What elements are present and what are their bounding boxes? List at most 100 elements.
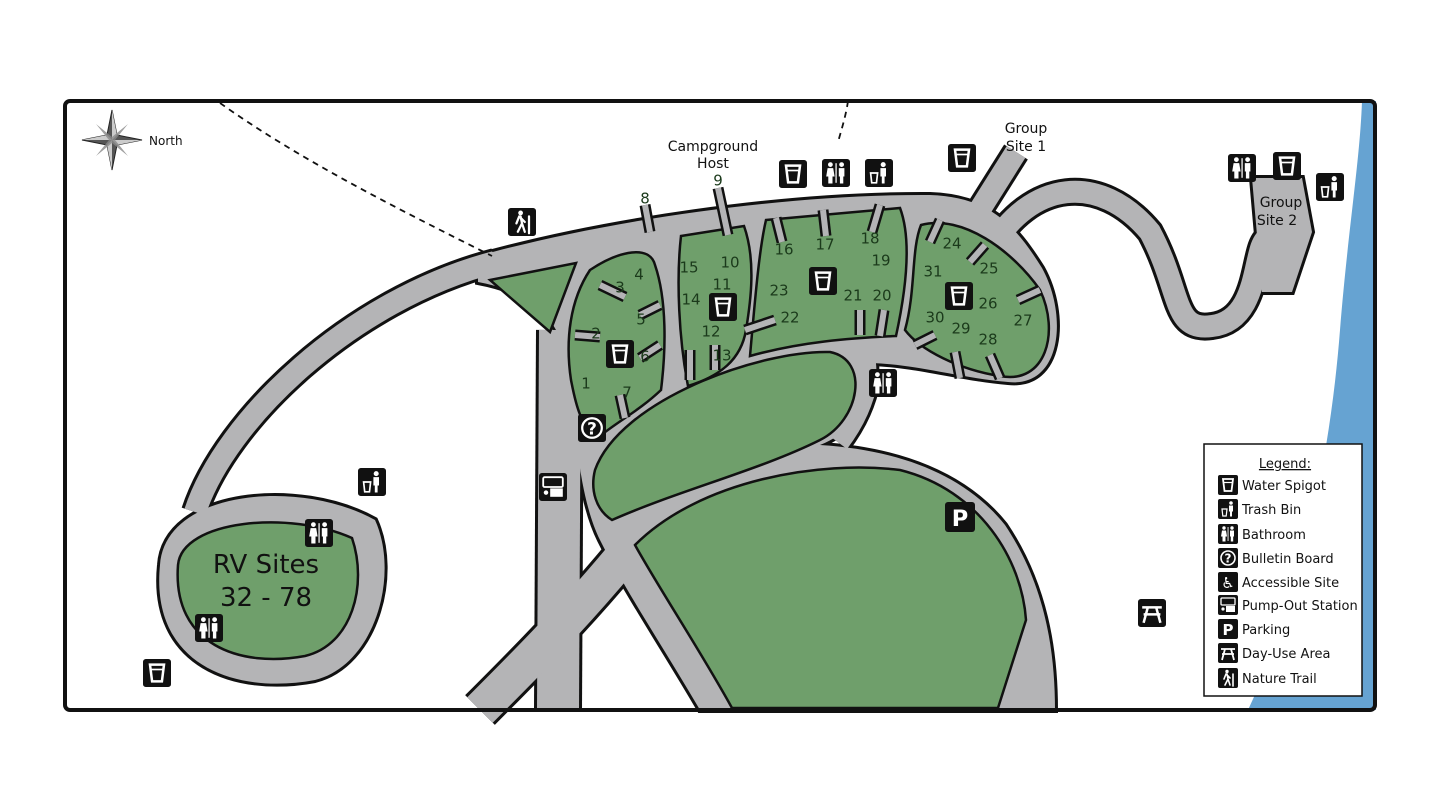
road <box>980 180 1275 338</box>
campsite-number[interactable]: 17 <box>815 236 834 254</box>
campsite-number[interactable]: 7 <box>622 384 632 402</box>
bathroom-icon[interactable] <box>305 519 333 547</box>
parking-icon <box>1218 619 1238 639</box>
bathroom-icon[interactable] <box>1228 154 1256 182</box>
parking-icon[interactable] <box>945 502 975 532</box>
campsite-number[interactable]: 15 <box>679 259 698 277</box>
legend-item: Nature Trail <box>1218 668 1317 688</box>
site-spur <box>820 209 829 237</box>
water-spigot-icon[interactable] <box>606 340 634 368</box>
campsite-number[interactable]: 30 <box>925 309 944 327</box>
bulletin-board-icon[interactable] <box>578 414 606 442</box>
legend-label: Bathroom <box>1242 528 1306 543</box>
compass-rose-icon <box>81 109 143 171</box>
water-spigot-icon[interactable] <box>709 293 737 321</box>
campsite-number[interactable]: 9 <box>713 172 723 190</box>
site-spur <box>987 353 1003 380</box>
site-spur <box>913 332 937 348</box>
trash-bin-icon[interactable] <box>865 159 893 187</box>
trash-bin-icon[interactable] <box>358 468 386 496</box>
bathroom-icon[interactable] <box>822 159 850 187</box>
legend-label: Parking <box>1242 623 1290 638</box>
legend-title: Legend: <box>1259 457 1311 472</box>
accessible-site-icon <box>1218 572 1238 592</box>
legend-label: Accessible Site <box>1242 576 1339 591</box>
water-spigot-icon[interactable] <box>948 144 976 172</box>
road-outline <box>181 248 499 517</box>
pump-out-station-icon[interactable] <box>539 473 567 501</box>
water-spigot-icon <box>1218 475 1238 495</box>
grass-area <box>592 350 857 522</box>
grass-area <box>487 261 578 335</box>
water-spigot-icon[interactable] <box>779 160 807 188</box>
campsite-number[interactable]: 16 <box>774 241 793 259</box>
campsite-number[interactable]: 1 <box>581 375 591 393</box>
campsite-number[interactable]: 2 <box>591 325 601 343</box>
campsite-number[interactable]: 23 <box>769 282 788 300</box>
campsite-number[interactable]: 5 <box>636 311 646 329</box>
site-spur <box>642 204 653 233</box>
campsite-number[interactable]: 27 <box>1013 312 1032 330</box>
campsite-number[interactable]: 19 <box>871 252 890 270</box>
site-spur <box>952 351 963 379</box>
day-use-area-icon <box>1218 643 1238 663</box>
bathroom-icon[interactable] <box>195 614 223 642</box>
grass-area <box>903 221 1051 379</box>
road <box>822 367 880 449</box>
site-spur <box>598 282 627 300</box>
pump-out-station-icon <box>1218 595 1238 615</box>
water-spigot-icon[interactable] <box>143 659 171 687</box>
legend-label: Water Spigot <box>1242 479 1326 494</box>
legend-label: Pump-Out Station <box>1242 599 1358 614</box>
campsite-number[interactable]: 14 <box>681 291 700 309</box>
trash-bin-icon[interactable] <box>1316 173 1344 201</box>
legend-item: Trash Bin <box>1218 499 1301 519</box>
water-spigot-icon[interactable] <box>945 282 973 310</box>
bathroom-icon[interactable] <box>869 369 897 397</box>
site-spur <box>927 218 943 244</box>
campsite-number[interactable]: 28 <box>978 331 997 349</box>
legend-item: Accessible Site <box>1218 572 1339 592</box>
legend-item: Bathroom <box>1218 524 1306 544</box>
campsite-number[interactable]: 26 <box>978 295 997 313</box>
legend-item: Day-Use Area <box>1218 643 1330 663</box>
campsite-number[interactable]: 4 <box>634 266 644 284</box>
campsite-number[interactable]: 12 <box>701 323 720 341</box>
water-spigot-icon[interactable] <box>1273 152 1301 180</box>
campsite-number[interactable]: 8 <box>640 190 650 208</box>
campsite-number[interactable]: 20 <box>872 287 891 305</box>
campsite-number[interactable]: 11 <box>712 276 731 294</box>
north-label: North <box>149 134 183 148</box>
campsite-number[interactable]: 13 <box>712 347 731 365</box>
campsite-number[interactable]: 24 <box>942 235 961 253</box>
campsite-number[interactable]: 10 <box>720 254 739 272</box>
legend-item: Parking <box>1218 619 1290 639</box>
site-spur <box>638 342 662 361</box>
water-spigot-icon[interactable] <box>809 267 837 295</box>
campsite-number[interactable]: 3 <box>615 279 625 297</box>
campsite-number[interactable]: 22 <box>780 309 799 327</box>
campsite-number[interactable]: 25 <box>979 260 998 278</box>
day-use-area-icon[interactable] <box>1138 599 1166 627</box>
site-spur <box>744 317 776 333</box>
nature-trail-icon[interactable] <box>508 208 536 236</box>
site-spur <box>773 217 785 243</box>
legend-label: Trash Bin <box>1241 503 1301 518</box>
legend-item: Water Spigot <box>1218 475 1326 495</box>
bulletin-board-icon <box>1218 548 1238 568</box>
campsite-number[interactable]: 18 <box>860 230 879 248</box>
campsite-number[interactable]: 29 <box>951 320 970 338</box>
campsite-number[interactable]: 31 <box>923 263 942 281</box>
road <box>184 251 498 516</box>
legend-label: Nature Trail <box>1242 672 1317 687</box>
campsite-number[interactable]: 21 <box>843 287 862 305</box>
legend-label: Bulletin Board <box>1242 552 1334 567</box>
campsite-number[interactable]: 6 <box>640 348 650 366</box>
legend-item: Pump-Out Station <box>1218 595 1358 615</box>
nature-trail-icon <box>1218 668 1238 688</box>
